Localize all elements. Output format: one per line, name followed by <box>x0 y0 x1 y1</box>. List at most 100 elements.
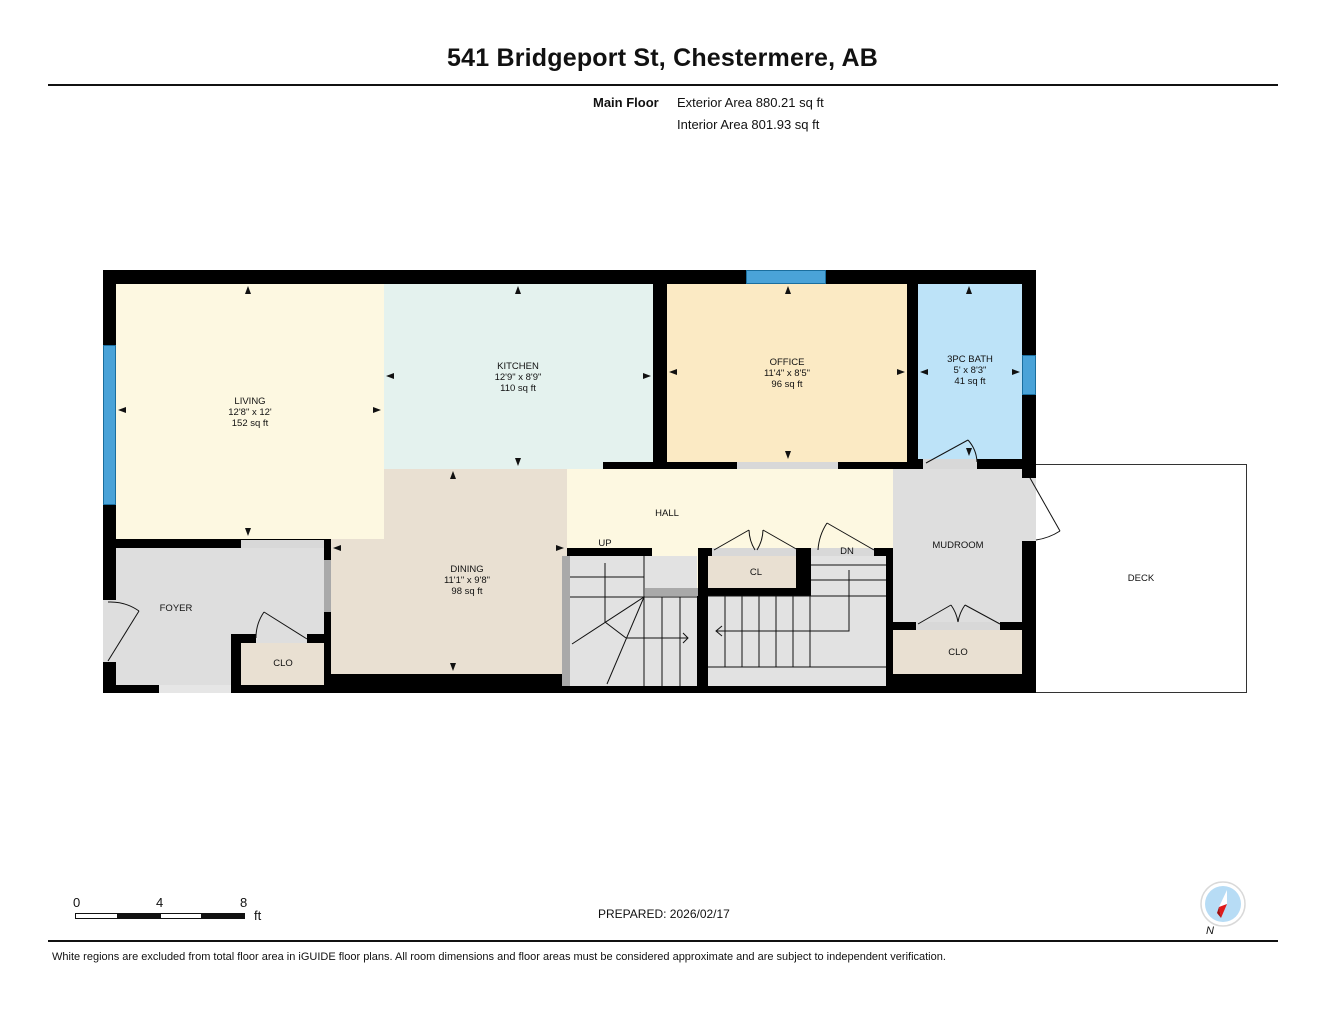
header-divider <box>48 84 1278 86</box>
mudroom-back-door[interactable] <box>1022 478 1036 541</box>
exterior-area: Exterior Area 880.21 sq ft <box>677 95 824 110</box>
wall-stair-top <box>698 548 712 556</box>
dim-arrow <box>333 545 341 551</box>
label-dining: DINING 11'1" x 9'8" 98 sq ft <box>444 564 490 597</box>
label-kitchen: KITCHEN 12'9" x 8'9" 110 sq ft <box>495 361 542 394</box>
wall-closet-mid <box>796 548 811 588</box>
foyer-bottom-opening[interactable] <box>159 685 231 693</box>
room-name: DINING <box>450 564 484 575</box>
scale-tick-4: 4 <box>156 895 164 910</box>
scale-segment <box>160 913 202 919</box>
scale-tick-8: 8 <box>240 895 248 910</box>
room-office <box>667 284 907 462</box>
dim-arrow <box>556 545 564 551</box>
label-living: LIVING 12'8" x 12' 152 sq ft <box>228 396 271 429</box>
label-mudroom: MUDROOM <box>932 540 984 551</box>
dim-arrow <box>450 663 456 671</box>
prepared-date: PREPARED: 2026/02/17 <box>598 907 730 921</box>
room-foyer-closet <box>241 643 325 685</box>
mud-closet-door[interactable] <box>916 622 1000 630</box>
room-bath <box>918 284 1022 459</box>
foyer-dining-rail <box>324 560 331 612</box>
room-dims: 12'9" x 8'9" <box>494 372 542 383</box>
stair-half-wall <box>562 556 570 686</box>
dim-arrow <box>118 407 126 413</box>
dim-arrow <box>966 286 972 294</box>
stair-down-opening[interactable] <box>811 548 874 556</box>
room-mudroom-closet <box>893 629 1022 674</box>
interior-area: Interior Area 801.93 sq ft <box>677 117 820 132</box>
wall-mud-closet-r <box>1000 622 1022 630</box>
floor-name: Main Floor <box>593 95 659 110</box>
room-name: KITCHEN <box>497 361 539 372</box>
dim-arrow <box>785 286 791 294</box>
scale-segment <box>75 913 118 919</box>
room-area: 98 sq ft <box>451 586 483 597</box>
room-dims: 11'4" x 8'5" <box>763 368 811 379</box>
label-hall-closet: CL <box>749 567 763 578</box>
room-mudroom <box>893 469 1022 622</box>
scale-unit: ft <box>254 908 262 923</box>
window-bath <box>1022 355 1036 395</box>
wall-closet-bottom <box>708 588 811 596</box>
wall-living-foyer <box>116 539 241 548</box>
front-door-opening[interactable] <box>103 600 116 662</box>
compass-icon <box>1199 880 1247 928</box>
dim-arrow <box>920 369 928 375</box>
page-title: 541 Bridgeport St, Chestermere, AB <box>447 44 878 72</box>
wall-hall-mudroom <box>886 548 893 693</box>
label-stairs-down: DN <box>840 546 854 557</box>
room-kitchen <box>384 284 653 469</box>
wall-office-bath <box>907 284 918 464</box>
dim-arrow <box>245 528 251 536</box>
room-area: 41 sq ft <box>954 376 986 387</box>
room-dims: 12'8" x 12' <box>228 407 272 418</box>
dim-arrow <box>386 373 394 379</box>
dim-arrow <box>515 458 521 466</box>
room-area: 96 sq ft <box>771 379 803 390</box>
wall-mud-closet-l <box>893 622 916 630</box>
disclaimer: White regions are excluded from total fl… <box>52 951 946 963</box>
room-dims: 5' x 8'3" <box>953 365 987 376</box>
window-office <box>746 270 826 284</box>
label-foyer-closet: CLO <box>273 658 293 669</box>
label-foyer: FOYER <box>159 603 193 614</box>
dim-arrow <box>897 369 905 375</box>
room-hall <box>567 469 893 548</box>
label-deck: DECK <box>1127 573 1155 584</box>
room-area: 152 sq ft <box>231 418 269 429</box>
stairs-up <box>570 556 697 686</box>
wall-bath-mudroom <box>977 459 1022 469</box>
dim-arrow <box>643 373 651 379</box>
dim-arrow <box>1012 369 1020 375</box>
scale-segment <box>118 913 160 919</box>
room-dims: 11'1" x 9'8" <box>443 575 491 586</box>
bath-door-opening[interactable] <box>923 459 977 469</box>
label-hall: HALL <box>655 508 679 519</box>
stair-half-wall-2 <box>645 588 698 596</box>
window-living <box>103 345 116 505</box>
wall-closet-top2 <box>307 634 325 643</box>
wall-stair-right <box>874 548 893 556</box>
wall-stair-mid <box>698 548 708 693</box>
room-name: LIVING <box>234 396 266 407</box>
wall-foyer-dining <box>324 539 331 685</box>
label-bath: 3PC BATH 5' x 8'3" 41 sq ft <box>947 354 993 387</box>
dim-arrow <box>245 286 251 294</box>
dim-arrow <box>785 451 791 459</box>
dim-arrow <box>450 471 456 479</box>
dim-arrow <box>966 448 972 456</box>
wall-kitchen-office <box>653 284 667 469</box>
scale-tick-0: 0 <box>73 895 81 910</box>
dim-arrow <box>669 369 677 375</box>
label-mudroom-closet: CLO <box>948 647 968 658</box>
opening-living-foyer[interactable] <box>241 540 324 548</box>
room-living-ext <box>331 469 384 539</box>
label-office: OFFICE 11'4" x 8'5" 96 sq ft <box>764 357 810 390</box>
label-stairs-up: UP <box>598 538 612 549</box>
room-area: 110 sq ft <box>500 383 536 394</box>
hall-closet-door[interactable] <box>712 548 796 556</box>
office-door-opening[interactable] <box>737 462 838 469</box>
scale-segment <box>202 913 245 919</box>
